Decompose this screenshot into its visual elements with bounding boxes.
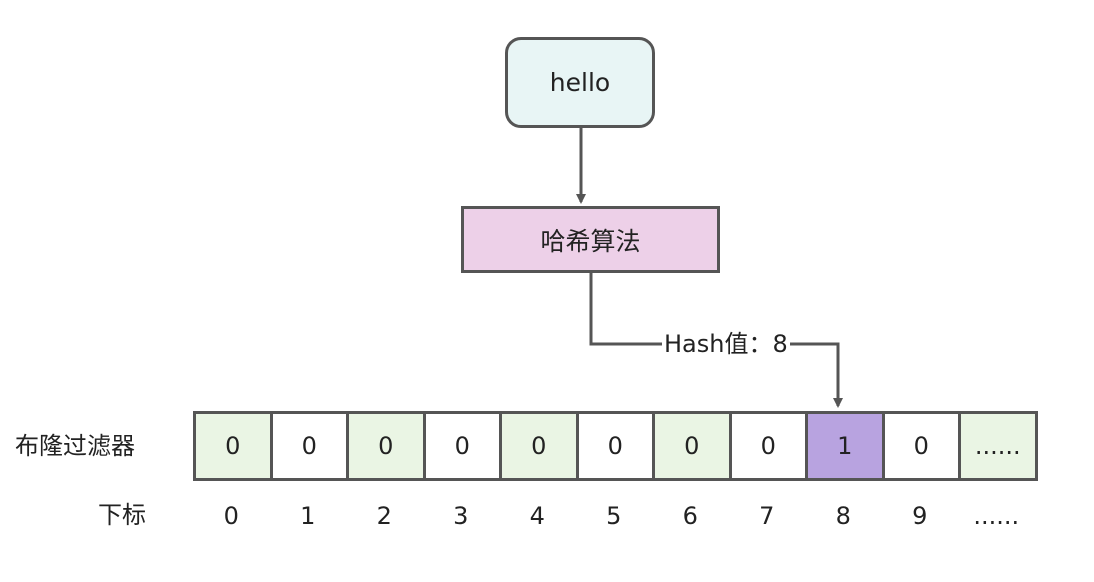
bit-value: 0 <box>607 432 623 460</box>
bit-cell-6: 0 <box>655 414 729 478</box>
index-label-10: ...... <box>973 502 1020 530</box>
hash-value-label: Hash值：8 <box>662 329 790 359</box>
bit-cell-2: 0 <box>349 414 423 478</box>
hash-algorithm-node: 哈希算法 <box>461 206 720 273</box>
bit-cell-8: 1 <box>808 414 882 478</box>
input-node-label: hello <box>549 68 611 97</box>
bit-value: 0 <box>913 432 929 460</box>
index-label-6: 6 <box>682 502 698 530</box>
bit-cell-1: 0 <box>272 414 346 478</box>
index-label-4: 4 <box>529 502 545 530</box>
index-label-8: 8 <box>835 502 851 530</box>
bit-value: 0 <box>454 432 470 460</box>
index-row: 0 1 2 3 4 5 6 7 8 9...... <box>193 500 1035 532</box>
bit-cell-10: ...... <box>961 414 1035 478</box>
bit-value: 1 <box>837 432 853 460</box>
bit-cell-5: 0 <box>578 414 652 478</box>
index-label-0: 0 <box>223 502 239 530</box>
bit-value: 0 <box>531 432 547 460</box>
index-label-1: 1 <box>300 502 316 530</box>
index-label-9: 9 <box>912 502 928 530</box>
bit-cell-7: 0 <box>731 414 805 478</box>
index-label-7: 7 <box>759 502 775 530</box>
bit-value: 0 <box>301 432 317 460</box>
bit-cell-4: 0 <box>502 414 576 478</box>
bit-value: 0 <box>225 432 241 460</box>
bit-cell-0: 0 <box>196 414 270 478</box>
index-row-label: 下标 <box>98 501 146 529</box>
bit-cell-9: 0 <box>884 414 958 478</box>
bit-value: 0 <box>684 432 700 460</box>
bit-cell-3: 0 <box>425 414 499 478</box>
input-node-hello: hello <box>505 37 655 128</box>
index-label-3: 3 <box>453 502 469 530</box>
bloom-filter-row-label: 布隆过滤器 <box>15 432 135 460</box>
index-label-5: 5 <box>606 502 622 530</box>
bit-value: ...... <box>974 432 1021 460</box>
bit-value: 0 <box>378 432 394 460</box>
bit-value: 0 <box>760 432 776 460</box>
index-label-2: 2 <box>376 502 392 530</box>
hash-node-label: 哈希算法 <box>540 226 641 256</box>
bit-array: 0 0 0 0 0 0 0 0 1 0...... <box>193 411 1038 481</box>
